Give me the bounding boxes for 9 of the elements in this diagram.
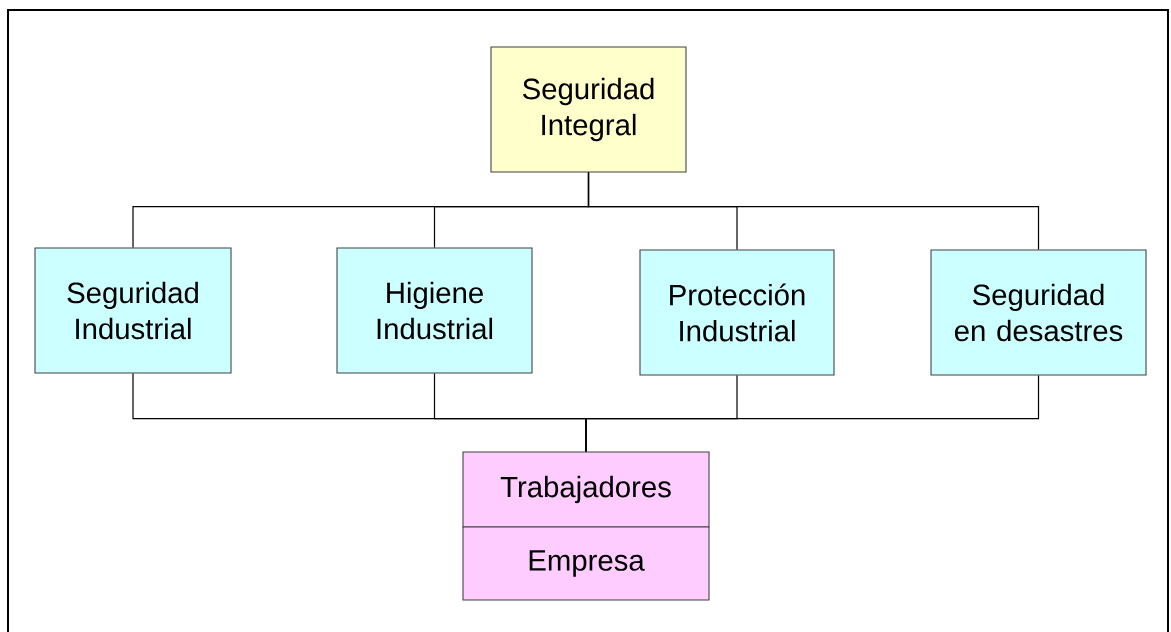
category-box: Seguridad Industrial: [34, 247, 232, 374]
category-box: Protección Industrial: [639, 249, 835, 376]
label-box: Trabajadores: [462, 451, 710, 528]
category-box: Higiene Industrial: [336, 247, 533, 374]
category-box: Seguridad Integral: [490, 46, 687, 173]
connector-line: [585, 374, 1040, 453]
category-box: Seguridad en desastres: [930, 249, 1147, 376]
label-box: Empresa: [462, 526, 710, 601]
connector-line: [587, 171, 1040, 251]
